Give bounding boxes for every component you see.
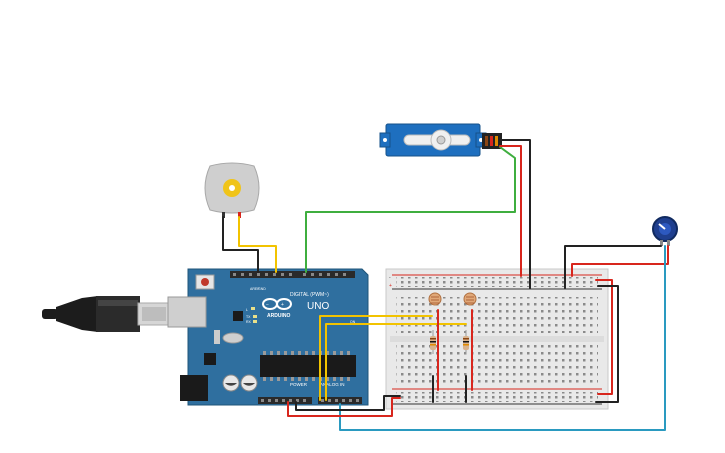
wire-pot-power[interactable] [571, 245, 669, 277]
dc-motor[interactable] [204, 162, 260, 218]
potentiometer[interactable] [652, 216, 678, 246]
bottom-terminal-holes[interactable] [396, 345, 598, 383]
servo-motor[interactable] [379, 123, 502, 157]
tx-label: TX [246, 315, 251, 319]
analog-header[interactable] [318, 397, 362, 404]
wire-ldr2-signal[interactable] [325, 323, 467, 401]
arduino-logo-text: ARDUINO [267, 313, 290, 319]
digital-header-pins [233, 273, 346, 276]
rx-label: RX [246, 320, 252, 324]
svg-text:+: + [281, 302, 284, 308]
arduino-uno-board[interactable]: AREF GND DIGITAL (PWM~) − + ARDUINO UNO … [167, 268, 369, 406]
resistor-2[interactable] [463, 330, 469, 354]
wire-arduino-gnd[interactable] [295, 395, 401, 411]
wire-servo-power[interactable] [499, 145, 522, 277]
gnd-label: GND [258, 287, 266, 291]
usb-chip [233, 311, 243, 321]
crystal [214, 330, 220, 344]
led-rx [253, 320, 257, 323]
resistor-1[interactable] [430, 330, 436, 354]
top-rail-plus: + [389, 283, 392, 289]
breadboard[interactable]: + - [385, 268, 609, 410]
usb-port[interactable] [167, 296, 207, 328]
svg-text:−: − [266, 302, 269, 308]
led-tx [253, 315, 257, 318]
top-rail-holes[interactable] [396, 277, 598, 287]
analog-label: ANALOG IN [320, 382, 345, 387]
center-channel [390, 336, 604, 342]
top-rail-minus: - [389, 275, 391, 281]
wire-ldr1-signal[interactable] [319, 315, 433, 401]
on-label: ON [350, 320, 356, 324]
reset-button-cap[interactable] [201, 278, 209, 286]
digital-label: DIGITAL (PWM~) [290, 292, 329, 298]
arduino-logo-icon: − + [262, 298, 292, 310]
wire-arduino-5v[interactable] [287, 397, 401, 417]
oscillator [222, 332, 244, 344]
power-jack[interactable] [180, 375, 208, 401]
wires [222, 139, 669, 431]
wire-motor-black[interactable] [222, 216, 259, 273]
wire-motor-yellow[interactable] [238, 216, 277, 273]
led-l-label: L [246, 308, 248, 312]
led-l [251, 307, 255, 310]
usb-cable[interactable] [42, 296, 171, 332]
regulator [204, 353, 216, 365]
wire-rail-jumper-black[interactable] [595, 285, 619, 403]
aref-label: AREF [250, 287, 259, 291]
bottom-header-pins [261, 399, 359, 402]
wire-rail-jumper-red[interactable] [595, 279, 613, 395]
bottom-rail-holes[interactable] [396, 392, 598, 402]
wire-servo-ground[interactable] [499, 139, 531, 289]
atmega-chip [260, 355, 356, 377]
power-label: POWER [290, 382, 308, 387]
photoresistor-2[interactable] [463, 292, 477, 306]
digital-header[interactable] [230, 271, 355, 278]
wire-servo-signal[interactable] [305, 146, 516, 273]
wire-pot-ground[interactable] [564, 245, 662, 289]
board-name: UNO [307, 301, 329, 312]
photoresistor-1[interactable] [428, 292, 442, 306]
